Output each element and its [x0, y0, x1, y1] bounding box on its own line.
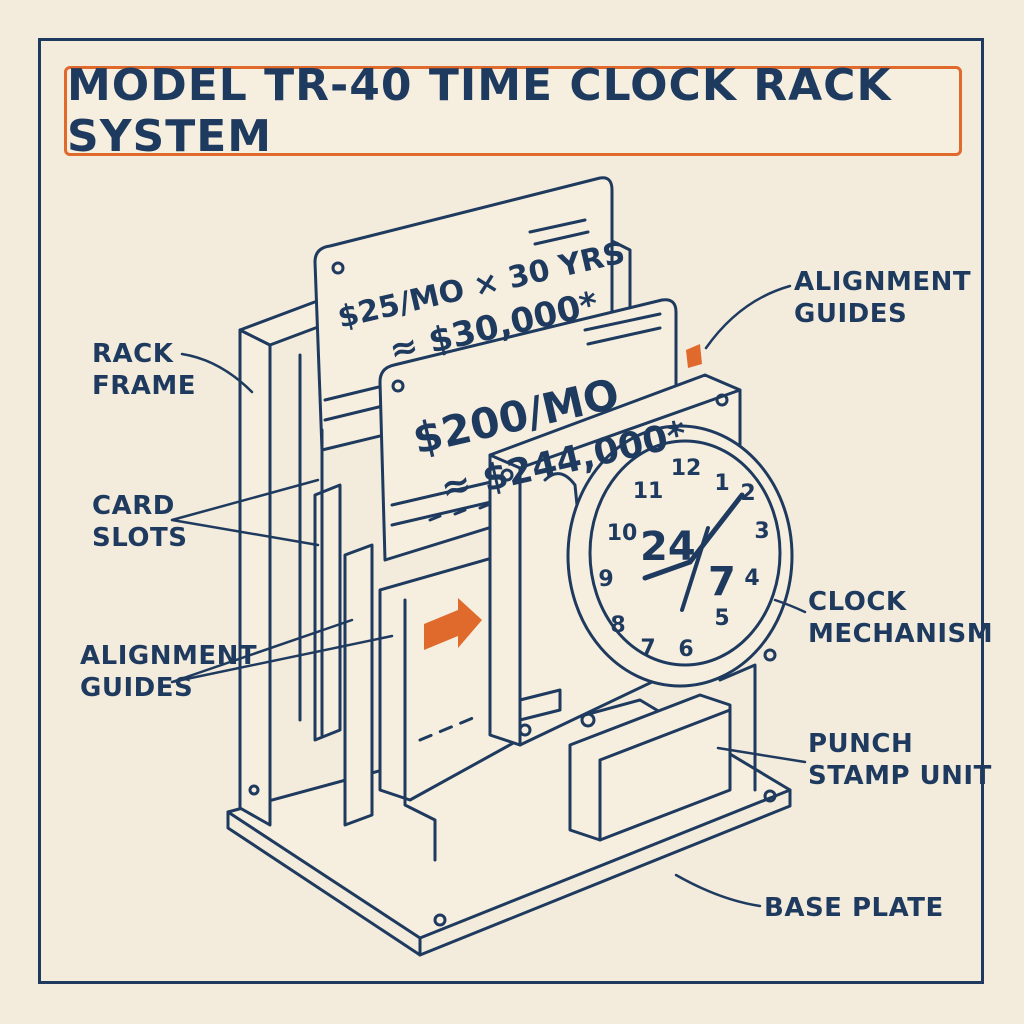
label-rack-frame-line1: RACK — [92, 339, 174, 369]
punch-stamp-unit — [518, 663, 757, 842]
rack-frame — [238, 233, 632, 827]
clock-center-24: 24 — [640, 524, 696, 570]
clock-number-8: 8 — [610, 613, 625, 638]
label-alignment-guides-left-line2: GUIDES — [80, 673, 194, 703]
label-clock-mechanism: CLOCK MECHANISM — [808, 586, 993, 650]
label-alignment-guides-right-line2: GUIDES — [794, 299, 908, 329]
diagram-border — [38, 38, 984, 984]
label-alignment-guides-right: ALIGNMENT GUIDES — [794, 266, 971, 330]
clock-number-4: 4 — [744, 566, 759, 591]
label-punch-stamp-unit-line1: PUNCH — [808, 729, 914, 759]
label-alignment-guides-left: ALIGNMENT GUIDES — [80, 640, 257, 704]
label-punch-stamp-unit-line2: STAMP UNIT — [808, 761, 992, 791]
label-alignment-guides-right-line1: ALIGNMENT — [794, 267, 972, 297]
label-rack-frame: RACK FRAME — [92, 338, 196, 402]
clock-hands — [642, 492, 745, 612]
clock-number-10: 10 — [607, 521, 638, 546]
clock-number-6: 6 — [678, 637, 693, 662]
clock-face — [566, 424, 794, 688]
label-punch-stamp-unit: PUNCH STAMP UNIT — [808, 728, 992, 792]
clock-number-2: 2 — [740, 481, 755, 506]
label-clock-mechanism-line1: CLOCK — [808, 587, 907, 617]
clock-number-12: 12 — [671, 456, 702, 481]
card-slots — [313, 428, 374, 827]
label-card-slots-line2: SLOTS — [92, 523, 188, 553]
diagram-title: MODEL TR-40 TIME CLOCK RACK SYSTEM — [67, 60, 892, 162]
label-clock-mechanism-line2: MECHANISM — [808, 619, 994, 649]
alignment-tab-accent — [686, 344, 702, 368]
label-rack-frame-line2: FRAME — [92, 371, 197, 401]
label-card-slots-line1: CARD — [92, 491, 175, 521]
clock-number-5: 5 — [714, 606, 729, 631]
clock-number-9: 9 — [598, 567, 613, 592]
clock-number-3: 3 — [754, 519, 769, 544]
clock-center-7: 7 — [708, 559, 736, 605]
clock-number-1: 1 — [714, 471, 729, 496]
clock-number-7: 7 — [640, 636, 655, 661]
clock-number-11: 11 — [633, 479, 664, 504]
title-banner: MODEL TR-40 TIME CLOCK RACK SYSTEM — [64, 60, 962, 162]
label-alignment-guides-left-line1: ALIGNMENT — [80, 641, 258, 671]
label-base-plate: BASE PLATE — [764, 893, 944, 923]
insert-arrow-icon — [424, 598, 482, 650]
label-card-slots: CARD SLOTS — [92, 490, 187, 554]
leader-lines — [170, 284, 807, 908]
